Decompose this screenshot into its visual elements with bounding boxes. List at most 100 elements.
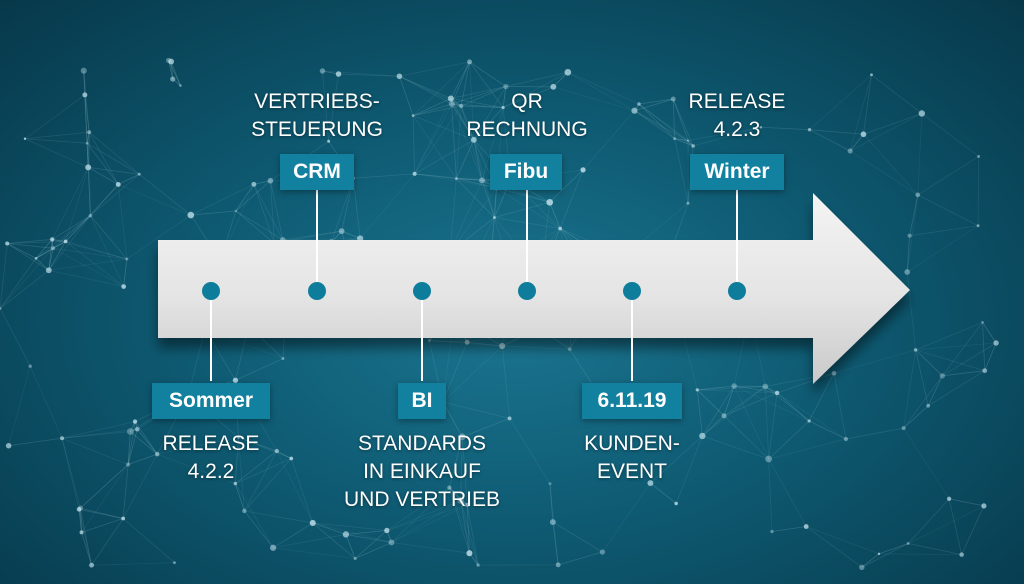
network-line: [84, 94, 88, 144]
network-line: [35, 247, 54, 259]
network-node: [939, 373, 946, 379]
network-node: [85, 164, 92, 171]
network-line: [451, 103, 462, 107]
network-line: [61, 421, 136, 439]
network-node: [274, 448, 280, 454]
network-line: [559, 169, 584, 229]
network-line: [765, 372, 835, 387]
network-line: [51, 167, 89, 240]
milestone-tag-fibu[interactable]: Fibu: [490, 154, 562, 190]
network-line: [473, 139, 483, 181]
network-line: [549, 202, 561, 229]
network-line: [414, 103, 453, 175]
network-line: [861, 543, 909, 568]
network-line: [451, 103, 504, 108]
milestone-caption-winter: RELEASE 4.2.3: [689, 88, 786, 144]
network-line: [878, 553, 962, 556]
network-line: [734, 385, 766, 387]
network-node: [977, 155, 981, 158]
network-line: [238, 436, 292, 459]
caption-line: UND VERTRIEB: [344, 488, 500, 511]
milestone-dot: [623, 282, 641, 300]
network-line: [481, 180, 495, 218]
network-node: [353, 556, 357, 561]
milestone-tag-bi[interactable]: BI: [398, 383, 446, 419]
network-node: [637, 102, 641, 106]
network-line: [450, 98, 457, 179]
network-line: [412, 115, 474, 141]
milestone-dot: [413, 282, 431, 300]
network-node: [549, 519, 556, 526]
network-line: [244, 510, 313, 524]
network-line: [674, 138, 694, 147]
network-line: [496, 187, 550, 203]
network-node: [765, 455, 773, 463]
network-line: [88, 131, 119, 185]
network-line: [290, 458, 314, 524]
network-line: [0, 308, 31, 367]
network-node: [904, 269, 911, 275]
network-line: [915, 342, 997, 351]
network-line: [35, 215, 91, 259]
network-line: [467, 341, 503, 347]
network-line: [449, 487, 462, 501]
network-line: [466, 504, 479, 566]
network-line: [322, 70, 400, 77]
network-line: [61, 437, 129, 465]
network-node: [23, 137, 27, 140]
network-line: [903, 349, 916, 429]
network-line: [806, 526, 880, 555]
network-line: [414, 173, 483, 181]
network-line: [863, 113, 922, 135]
network-line: [906, 235, 911, 273]
network-line: [688, 126, 761, 141]
network-line: [863, 133, 919, 196]
network-node: [906, 542, 910, 545]
network-line: [552, 521, 603, 553]
milestone-tag-crm[interactable]: CRM: [280, 154, 354, 190]
network-line: [83, 70, 86, 95]
network-line: [81, 518, 124, 533]
caption-line: 4.2.2: [187, 460, 235, 483]
network-node: [170, 76, 176, 82]
network-line: [723, 385, 735, 416]
network-node: [60, 436, 65, 441]
network-line: [982, 322, 997, 344]
network-node: [396, 73, 403, 80]
network-node: [926, 403, 931, 408]
milestone-tag-sommer[interactable]: Sommer: [152, 383, 270, 419]
network-line: [78, 509, 92, 566]
network-line: [24, 138, 89, 168]
milestone-connector: [316, 190, 318, 291]
network-line: [634, 110, 675, 139]
network-line: [776, 392, 810, 422]
network-line: [127, 431, 131, 465]
network-line: [0, 247, 54, 309]
network-node: [555, 562, 561, 568]
network-line: [48, 258, 127, 271]
network-line: [502, 86, 507, 108]
network-line: [723, 415, 769, 460]
network-node: [137, 172, 141, 176]
network-line: [450, 98, 475, 141]
network-node: [770, 529, 774, 534]
network-node: [759, 125, 763, 129]
network-line: [90, 215, 125, 287]
milestone-tag-winter[interactable]: Winter: [690, 154, 784, 190]
network-node: [233, 481, 238, 486]
network-line: [29, 366, 63, 439]
network-line: [282, 238, 361, 241]
network-node: [289, 456, 294, 461]
network-line: [702, 385, 735, 437]
network-node: [327, 139, 331, 143]
network-node: [80, 67, 87, 74]
network-line: [442, 401, 510, 419]
network-line: [6, 243, 50, 271]
network-node: [457, 497, 465, 504]
network-line: [235, 184, 255, 212]
network-line: [88, 131, 140, 175]
milestone-tag-event-date[interactable]: 6.11.19: [582, 383, 682, 419]
network-line: [352, 178, 361, 239]
network-line: [170, 61, 174, 80]
network-line: [412, 105, 462, 117]
